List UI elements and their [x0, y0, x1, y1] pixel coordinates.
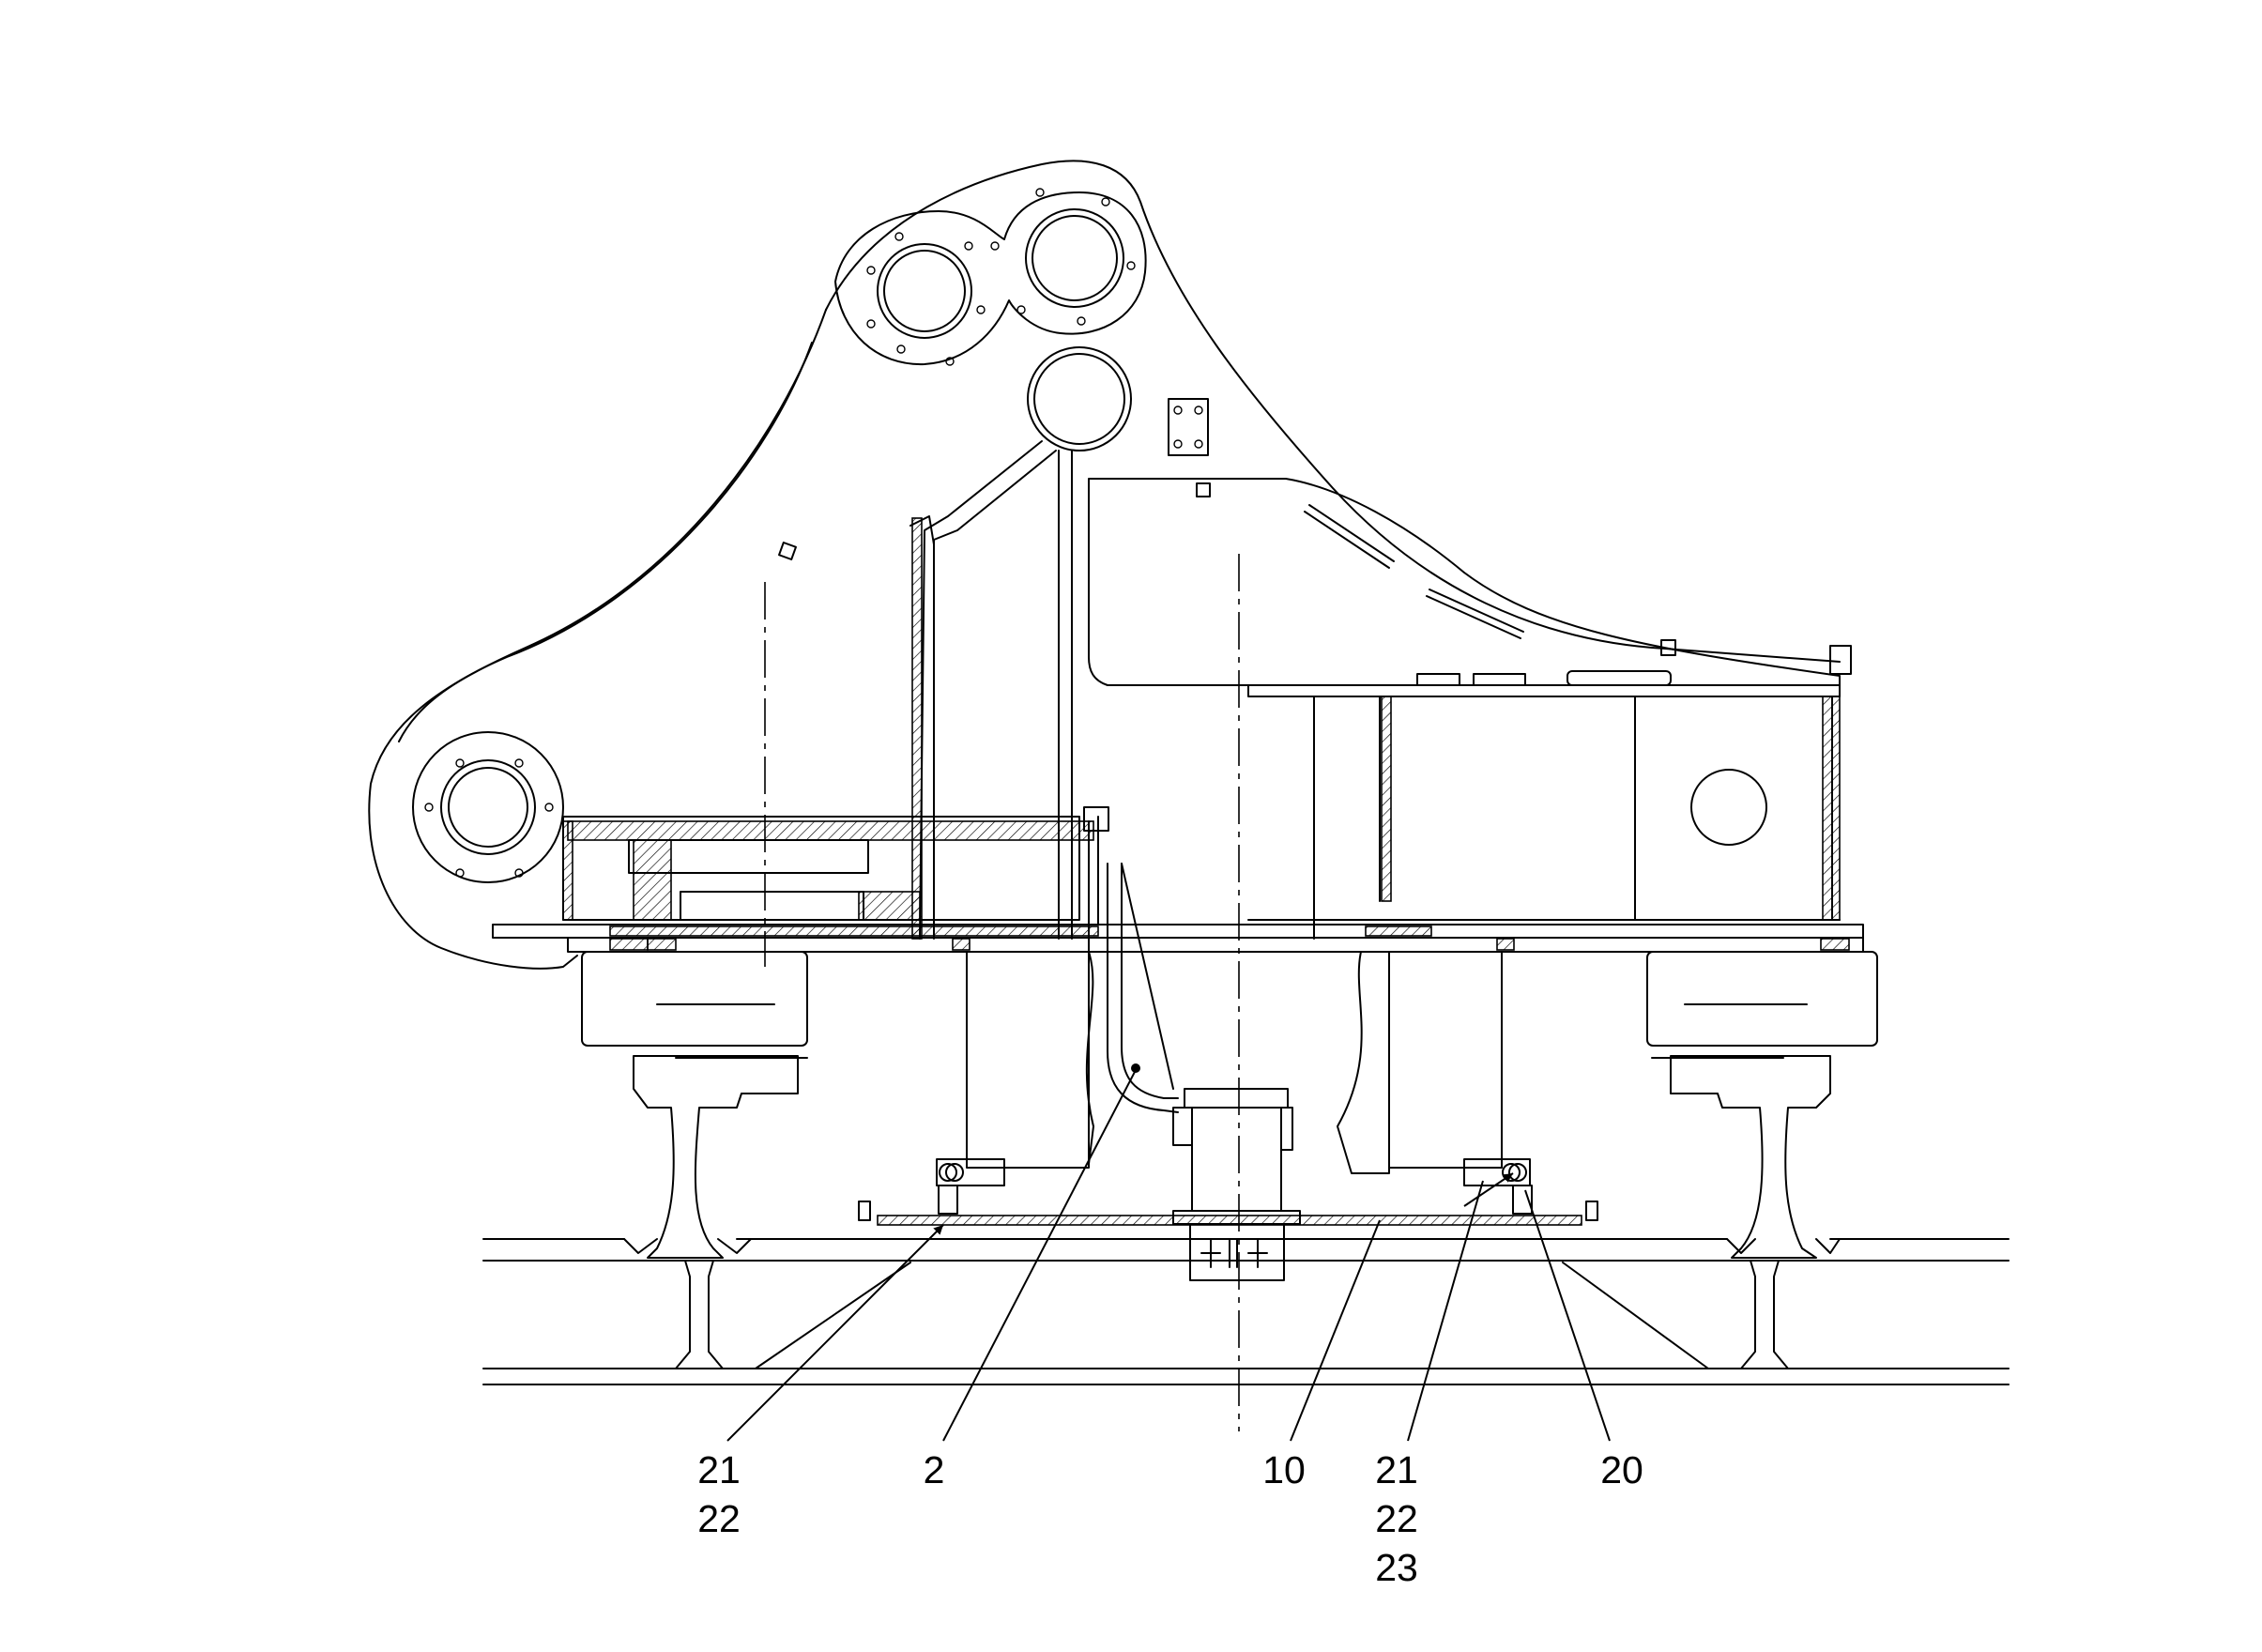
left-wheel-box	[581, 951, 808, 1259]
callout-c1-line1: 21	[697, 1448, 741, 1491]
pin-tube	[1027, 346, 1132, 451]
right-wheel-box	[1646, 951, 1878, 1259]
top-left-bore	[866, 232, 986, 366]
bogie-legs	[936, 951, 1533, 1215]
floor-strip	[858, 1201, 1598, 1226]
callout-c2-line1: 2	[924, 1448, 945, 1491]
leader-lines	[726, 1069, 1611, 1442]
callout-c4-line3: 23	[1375, 1546, 1418, 1589]
left-pivot-bore	[412, 731, 564, 883]
center-lines	[764, 554, 1240, 1431]
central-column	[1172, 1088, 1301, 1281]
callout-c4-line2: 22	[1375, 1497, 1418, 1540]
arm-frame	[368, 160, 1841, 970]
left-ring-section	[562, 816, 1094, 921]
rails	[482, 1238, 2010, 1385]
cross-beam	[1247, 684, 1841, 940]
callout-c3-line1: 10	[1262, 1448, 1306, 1491]
callout-c1-line2: 22	[697, 1497, 741, 1540]
brace-assembly	[909, 440, 1073, 940]
callout-c5-line1: 20	[1600, 1448, 1643, 1491]
callout-c4-line1: 21	[1375, 1448, 1418, 1491]
bent-pipe	[1107, 863, 1179, 1113]
top-right-bore	[990, 188, 1136, 326]
callout-labels: 21 22 2 10 21 22 23 20	[697, 1448, 1643, 1589]
